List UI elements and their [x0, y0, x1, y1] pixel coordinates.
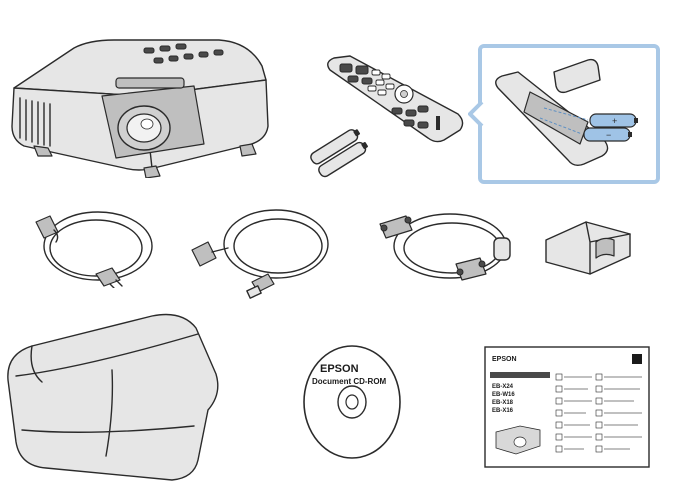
batteries-illustration [306, 126, 376, 178]
usb-cable-illustration [188, 202, 338, 302]
manual-model-3: EB-X18 [492, 400, 514, 406]
svg-text:+: + [612, 116, 617, 126]
svg-text:−: − [606, 130, 611, 140]
manual-brand-text: EPSON [492, 356, 517, 363]
cd-brand-text: EPSON [320, 363, 359, 375]
manual-model-2: EB-W16 [492, 392, 515, 398]
manual-model-1: EB-X24 [492, 384, 514, 390]
manual-model-4: EB-X16 [492, 408, 514, 414]
quick-start-manual: EPSON EB-X24 EB-W16 EB-X18 EB-X16 [484, 346, 650, 468]
document-cd-rom: EPSON Document CD-ROM [300, 338, 406, 462]
callout-pointer [468, 102, 484, 126]
remote-control-illustration [318, 48, 468, 158]
remote-battery-compartment-illustration: + − [488, 52, 652, 176]
cd-label-text: Document CD-ROM [312, 377, 387, 386]
power-cord-illustration [30, 202, 160, 288]
carrying-case-illustration [2, 310, 226, 486]
vga-cable-illustration [372, 202, 522, 292]
projector-illustration [4, 18, 274, 178]
cable-cover-bracket-illustration [538, 212, 638, 278]
